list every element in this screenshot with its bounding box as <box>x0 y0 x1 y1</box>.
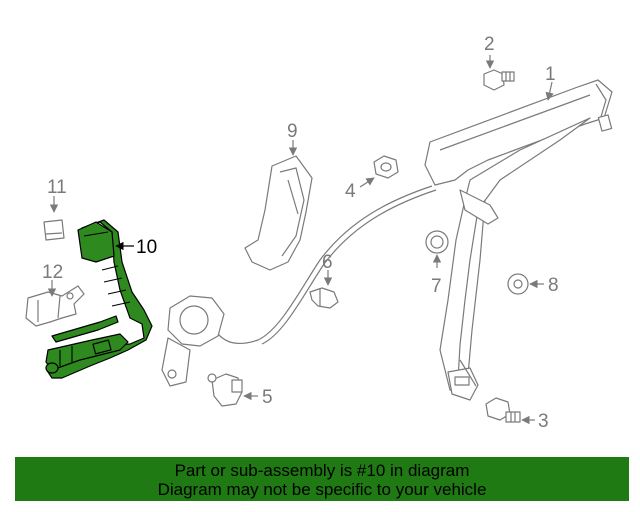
retractor-cable <box>161 185 437 387</box>
part-5-sensor[interactable] <box>207 373 243 407</box>
part-1-seat-belt-assembly[interactable] <box>424 79 613 401</box>
banner-line-1: Part or sub-assembly is #10 in diagram <box>174 461 470 480</box>
part-3-bolt[interactable] <box>485 397 521 423</box>
part-2-bolt[interactable] <box>483 69 515 91</box>
callout-4: 4 <box>345 181 356 202</box>
part-12-bracket[interactable] <box>25 285 85 327</box>
callout-12: 12 <box>42 262 63 283</box>
callout-10: 10 <box>136 237 157 258</box>
callout-6: 6 <box>322 252 333 273</box>
part-11-cover[interactable] <box>43 219 65 241</box>
callout-1: 1 <box>545 64 556 85</box>
callout-9: 9 <box>287 121 298 142</box>
callout-2: 2 <box>484 34 495 55</box>
part-6-clip[interactable] <box>309 287 339 309</box>
part-10-buckle[interactable] <box>45 219 153 379</box>
callout-7: 7 <box>431 276 442 297</box>
info-banner: Part or sub-assembly is #10 in diagram D… <box>15 457 629 501</box>
callout-5: 5 <box>262 387 273 408</box>
part-8-washer[interactable] <box>507 273 529 295</box>
callout-11: 11 <box>47 177 67 198</box>
callout-8: 8 <box>548 275 559 296</box>
part-9-bracket[interactable] <box>244 155 313 271</box>
part-4-nut[interactable] <box>373 155 399 179</box>
banner-line-2: Diagram may not be specific to your vehi… <box>157 480 487 499</box>
part-7-cap[interactable] <box>425 230 449 254</box>
callout-3: 3 <box>538 411 549 432</box>
parts-diagram: 1 2 3 4 5 6 7 <box>25 34 613 432</box>
